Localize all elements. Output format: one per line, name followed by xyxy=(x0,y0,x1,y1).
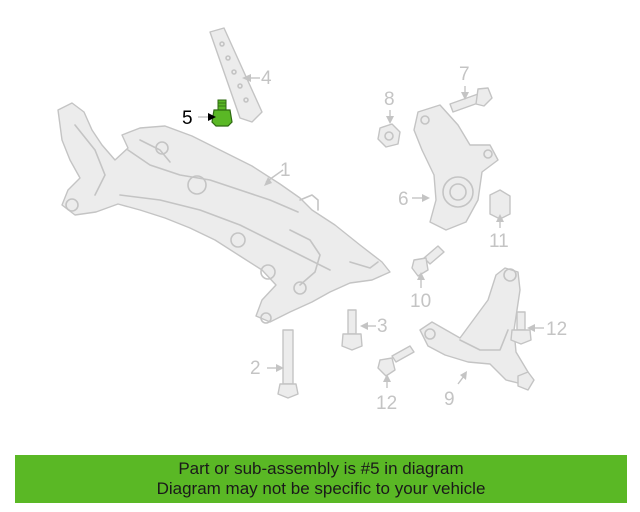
callout-9: 9 xyxy=(444,389,455,410)
callout-5[interactable]: 5 xyxy=(182,108,193,129)
bolt-3-part xyxy=(341,309,363,351)
info-banner: Part or sub-assembly is #5 in diagram Di… xyxy=(15,455,627,503)
bolt-12-bottom-part xyxy=(377,345,415,377)
bolt-10-part xyxy=(411,245,445,277)
leader-lines xyxy=(198,74,544,388)
banner-line-2: Diagram may not be specific to your vehi… xyxy=(156,479,486,498)
callout-1: 1 xyxy=(280,160,291,181)
bolt-12-right-part xyxy=(510,311,532,345)
callout-12-bottom: 12 xyxy=(376,393,397,414)
bolt-7-part xyxy=(449,87,493,113)
bracket-strip-part xyxy=(209,27,263,123)
callout-7: 7 xyxy=(459,64,470,85)
callout-8: 8 xyxy=(384,89,395,110)
callout-12-right: 12 xyxy=(546,319,567,340)
parts-diagram: 1 2 3 4 5 6 7 8 9 10 11 12 12 xyxy=(57,27,567,414)
bolt-5-highlighted[interactable] xyxy=(211,99,233,127)
banner-line-1: Part or sub-assembly is #5 in diagram xyxy=(178,459,464,478)
callout-10: 10 xyxy=(410,291,431,312)
callout-6: 6 xyxy=(398,189,409,210)
subframe-part xyxy=(57,102,391,324)
callout-11: 11 xyxy=(489,231,509,252)
callout-3: 3 xyxy=(377,316,388,337)
steering-knuckle-part xyxy=(413,104,499,231)
bushing-11-part xyxy=(489,189,511,220)
callout-2: 2 xyxy=(250,358,261,379)
nut-8-part xyxy=(377,123,401,148)
callout-4: 4 xyxy=(261,68,272,89)
long-bolt-part xyxy=(277,329,299,399)
